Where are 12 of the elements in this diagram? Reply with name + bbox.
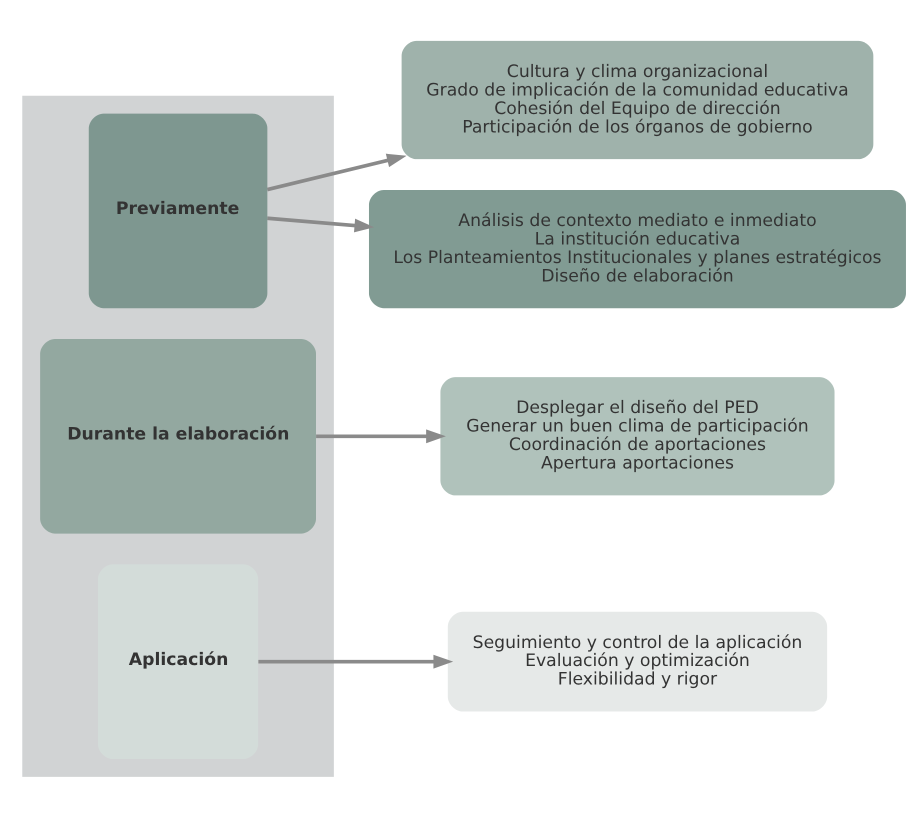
node-box: Aplicación <box>98 564 258 759</box>
arrow <box>258 654 454 669</box>
node-box: Desplegar el diseño del PED Generar un buen clima de participación Coordinación de aportaciones Apertura aportaciones <box>440 377 835 496</box>
arrow <box>266 154 407 192</box>
node-box: Análisis de contexto mediato e inmediato La institución educativa Los Planteamientos Institucionales y planes estratégicos Diseño de elaboración <box>368 190 906 308</box>
node-box: Cultura y clima organizacional Grado de implicación de la comunidad educativa Cohesión del Equipo de dirección Participación de los órganos de gobierno <box>402 40 874 160</box>
node-box: Seguimiento y control de la aplicación Evaluación y optimización Flexibilidad y rigor <box>448 612 828 712</box>
arrow <box>316 429 446 444</box>
cluster <box>22 96 334 777</box>
arrow <box>267 216 374 232</box>
node-box: Previamente <box>88 114 268 308</box>
node-box: Durante la elaboración <box>40 338 316 534</box>
